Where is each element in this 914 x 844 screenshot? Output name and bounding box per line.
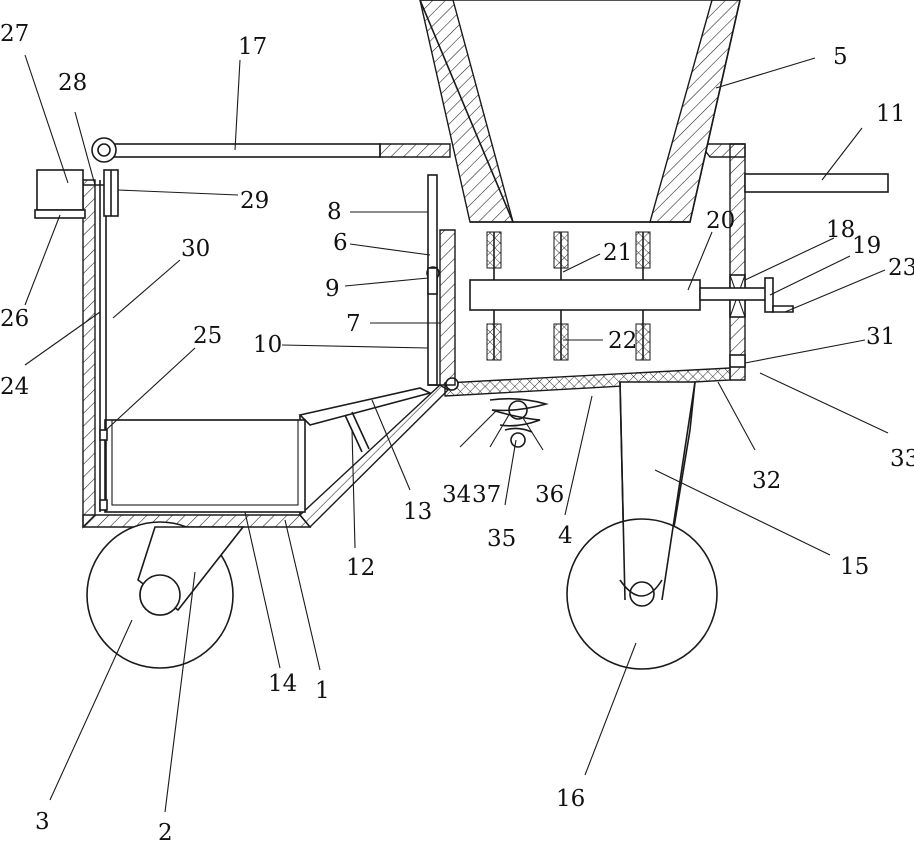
left-wall	[83, 180, 95, 527]
label-22: 22	[608, 328, 637, 354]
label-20: 20	[706, 208, 735, 234]
label-2: 2	[158, 820, 173, 844]
label-6: 6	[333, 230, 348, 256]
right-housing-wall	[730, 144, 745, 380]
label-26: 26	[0, 306, 29, 332]
label-9: 9	[325, 276, 340, 302]
label-12: 12	[346, 555, 375, 581]
pulley-hub	[98, 144, 110, 156]
rotating-shaft	[470, 280, 700, 310]
label-4: 4	[558, 523, 573, 549]
label-11: 11	[876, 101, 905, 127]
collection-box	[105, 420, 305, 512]
label-28: 28	[58, 70, 87, 96]
rope-clip-lower	[100, 500, 107, 510]
top-bar-hatched	[380, 144, 450, 157]
label-21: 21	[603, 240, 632, 266]
baffle	[440, 230, 455, 385]
shaft-extension	[700, 288, 770, 300]
label-31: 31	[866, 324, 895, 350]
label-23: 23	[888, 255, 914, 281]
slider	[428, 268, 437, 294]
handwheel	[765, 278, 773, 312]
motor-bracket	[35, 210, 85, 218]
label-34: 34	[442, 482, 471, 508]
label-24: 24	[0, 374, 29, 400]
outlet-block	[730, 355, 745, 367]
label-27: 27	[0, 21, 29, 47]
rope-clip-upper	[100, 430, 107, 440]
label-3: 3	[35, 809, 50, 835]
label-25: 25	[193, 323, 222, 349]
label-14: 14	[268, 671, 297, 697]
label-10: 10	[253, 332, 282, 358]
label-37: 37	[472, 482, 501, 508]
bottom-plate	[83, 515, 310, 527]
label-17: 17	[238, 34, 267, 60]
label-29: 29	[240, 188, 269, 214]
label-19: 19	[852, 233, 881, 259]
label-33: 33	[890, 446, 914, 472]
machine-body	[35, 0, 888, 669]
pipe	[745, 174, 888, 192]
label-18: 18	[826, 217, 855, 243]
label-32: 32	[752, 468, 781, 494]
motor	[37, 170, 83, 210]
label-7: 7	[346, 311, 361, 337]
label-16: 16	[556, 786, 585, 812]
top-bar	[100, 144, 380, 157]
label-13: 13	[403, 499, 432, 525]
label-35: 35	[487, 526, 516, 552]
handle	[773, 306, 793, 312]
label-30: 30	[181, 236, 210, 262]
label-8: 8	[327, 199, 342, 225]
vibrator	[490, 399, 546, 447]
label-36: 36	[535, 482, 564, 508]
label-15: 15	[840, 554, 869, 580]
label-5: 5	[833, 44, 848, 70]
label-1: 1	[315, 678, 330, 704]
